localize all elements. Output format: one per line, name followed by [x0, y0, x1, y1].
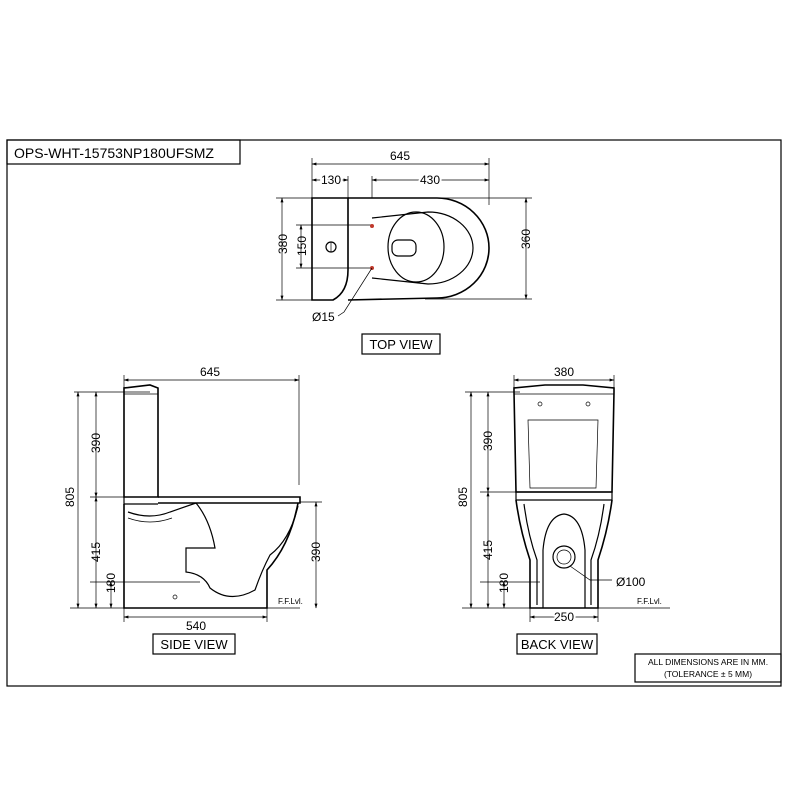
side-floor-level: F.F.Lvl. [278, 597, 303, 606]
side-cistern [123, 384, 159, 498]
back-view: 380 805 390 415 180 250 Ø100 F.F.Lvl. BA… [456, 365, 670, 655]
top-view: 645 130 430 380 150 360 Ø15 TOP VIEW [276, 149, 533, 355]
side-outlet-height: 180 [104, 573, 118, 593]
back-view-label: BACK VIEW [521, 637, 594, 652]
top-width-right: 360 [519, 229, 533, 249]
notes-line-1: ALL DIMENSIONS ARE IN MM. [648, 657, 768, 667]
back-base-width: 250 [554, 610, 574, 624]
back-floor-level: F.F.Lvl. [637, 597, 662, 606]
back-outlet-height: 180 [497, 573, 511, 593]
back-cistern [513, 384, 615, 493]
top-bowl-length: 430 [420, 173, 440, 187]
side-pan-body [123, 502, 299, 609]
back-outlet-diameter: Ø100 [616, 575, 646, 589]
side-seat-height: 415 [89, 542, 103, 562]
back-overall-height: 805 [456, 487, 470, 507]
side-overall-length: 645 [200, 365, 220, 379]
top-overall-length: 645 [390, 149, 410, 163]
top-bowl-outline [347, 197, 490, 301]
side-base-length: 540 [186, 619, 206, 633]
side-tank-height: 390 [89, 433, 103, 453]
model-code: OPS-WHT-15753NP180UFSMZ [14, 145, 214, 161]
fixing-hole-marker [370, 224, 374, 228]
back-tank-height: 390 [481, 431, 495, 451]
model-code-box: OPS-WHT-15753NP180UFSMZ [6, 139, 241, 165]
back-pan-body [515, 499, 613, 609]
side-overall-height: 805 [63, 487, 77, 507]
side-bowl-height: 390 [309, 542, 323, 562]
drawing-frame [6, 139, 782, 687]
top-view-label: TOP VIEW [369, 337, 433, 352]
back-width: 380 [554, 365, 574, 379]
dimension-notes: ALL DIMENSIONS ARE IN MM. (TOLERANCE ± 5… [634, 653, 782, 683]
back-outlet-pipe [552, 545, 576, 569]
notes-line-2: (TOLERANCE ± 5 MM) [664, 669, 752, 679]
top-width-left: 380 [276, 234, 290, 254]
top-hole-spacing: 150 [295, 236, 309, 256]
back-seat-height: 415 [481, 540, 495, 560]
top-hole-diameter: Ø15 [312, 310, 335, 324]
side-view: 645 805 390 415 180 390 540 F.F.Lvl. SID… [63, 365, 323, 655]
top-tank-depth: 130 [321, 173, 341, 187]
side-view-label: SIDE VIEW [160, 637, 228, 652]
